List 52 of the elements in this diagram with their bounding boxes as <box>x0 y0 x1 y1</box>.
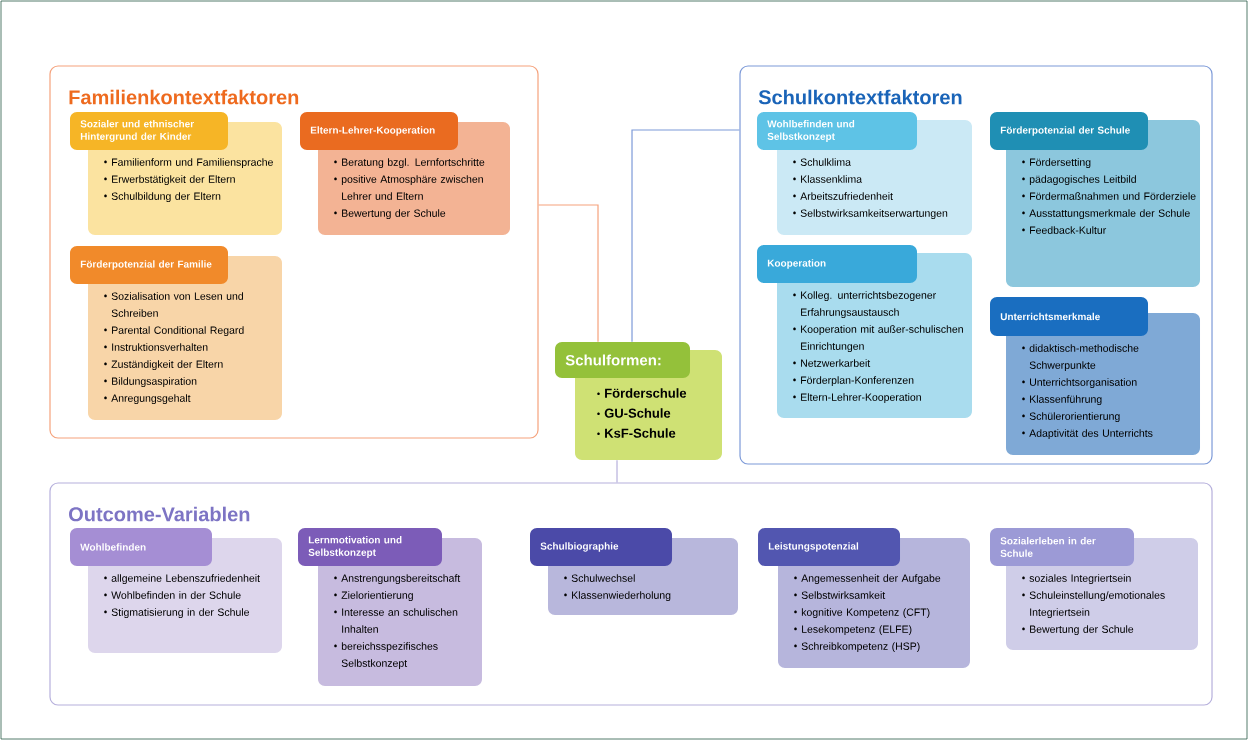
node-label: Netzwerkarbeit <box>801 359 871 367</box>
node-label: Angemessenheit der Aufgabe <box>801 574 941 584</box>
category-tab: Unterrichtsmerkmale <box>990 297 1148 336</box>
node-label: Parental Conditional Regard <box>112 326 244 336</box>
node-label: pädagogisches Leitbild <box>1029 175 1136 185</box>
node-label: Sozialisation von Lesen und Schreiben <box>111 292 243 317</box>
category-tab: Wohlbefinden <box>70 528 212 566</box>
node-label: kognitive Kompetenz (CFT) <box>801 608 930 618</box>
section-title: Familienkontextfaktoren <box>69 89 299 105</box>
node-label: Instruktionsverhalten <box>112 343 208 351</box>
node-label: Lesekompetenz (ELFE) <box>802 625 912 635</box>
section-title: Outcome-Variablen <box>69 506 250 522</box>
node-label: Fördersetting <box>1030 158 1091 168</box>
category-tab: Förderpotenzial der Familie <box>70 246 228 284</box>
section-title: Schulkontextfaktoren <box>758 89 962 105</box>
category-tab: Kooperation <box>757 245 917 283</box>
connector-line <box>631 129 740 343</box>
node-label: Zielorientierung <box>341 591 413 601</box>
node-label: Bildungsaspiration <box>112 377 197 387</box>
node-label: Fördermaßnahmen und Förderziele <box>1030 192 1196 200</box>
node-label: Klassenklima <box>801 175 863 183</box>
category-tab: Sozialer und ethnischer Hintergrund der Kinder <box>70 112 228 150</box>
node-label: Feedback-Kultur <box>1030 226 1107 234</box>
connector-line <box>616 459 618 483</box>
node-label: Eltern-Lehrer-Kooperation <box>801 393 921 403</box>
category-tab: Förderpotenzial der Schule <box>990 112 1148 150</box>
node-label: Adaptivität des Unterrichts <box>1029 429 1153 439</box>
node-label: Schülerorientierung <box>1029 412 1120 422</box>
node-label: Selbstwirksamkeitserwartungen <box>800 209 948 219</box>
node-label: bereichsspezifisches Selbstkonzept <box>341 642 438 669</box>
category-tab: Wohlbefinden und Selbstkonzept <box>757 112 917 150</box>
node-label: Ausstattungsmerkmale der Schule <box>1029 209 1190 219</box>
node-label: Schreibkompetenz (HSP) <box>801 642 920 652</box>
node-label: Anstrengungsbereitschaft <box>341 574 461 584</box>
node-label: didaktisch-methodische Schwerpunkte <box>1029 344 1139 371</box>
category-tab: Eltern-Lehrer-Kooperation <box>300 112 458 150</box>
node-label: Förderplan-Konferenzen <box>801 376 914 386</box>
node-label: Arbeitszufriedenheit <box>800 192 893 200</box>
node-label: Zuständigkeit der Eltern <box>111 360 223 370</box>
category-tab: Schulformen: <box>555 342 690 378</box>
node-label: Kooperation mit außer-schulischen Einrichtungen <box>801 325 963 352</box>
category-tab: Leistungspotenzial <box>758 528 900 566</box>
node-label: Selbstwirksamkeit <box>801 591 886 599</box>
connector-line <box>538 204 599 343</box>
node-label: Anregungsgehalt <box>111 394 191 404</box>
category-tab: Lernmotivation und Selbstkonzept <box>298 528 442 566</box>
node-label: Kolleg. unterrichtsbezogener Erfahrungsaustausch <box>801 291 936 318</box>
category-tab: Sozialerleben in der Schule <box>990 528 1134 566</box>
node-label: Unterrichtsorganisation <box>1030 378 1137 388</box>
node-label: Klassenführung <box>1030 395 1102 405</box>
node-label: Schulklima <box>800 158 851 166</box>
category-tab: Schulbiographie <box>530 528 672 566</box>
